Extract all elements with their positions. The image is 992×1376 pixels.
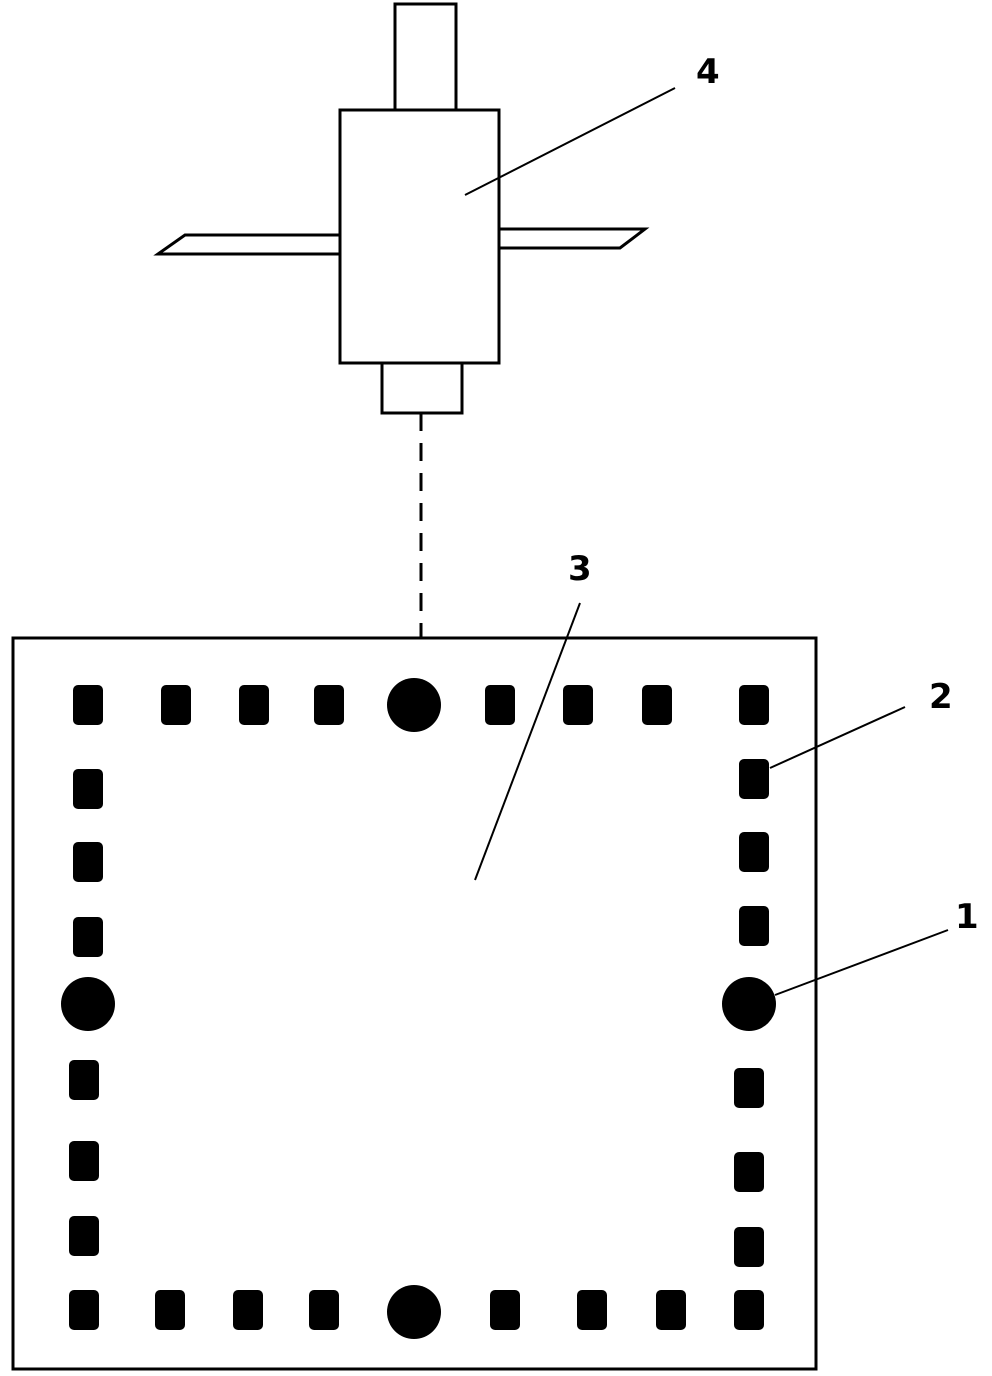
camera-lens bbox=[382, 363, 462, 413]
square-marker bbox=[734, 1068, 764, 1108]
square-marker bbox=[490, 1290, 520, 1330]
square-marker bbox=[739, 906, 769, 946]
label-camera: 4 bbox=[696, 52, 720, 92]
square-marker bbox=[155, 1290, 185, 1330]
square-marker bbox=[734, 1227, 764, 1267]
camera-right-wing bbox=[499, 229, 645, 248]
square-marker bbox=[642, 685, 672, 725]
square-marker bbox=[69, 1290, 99, 1330]
square-marker bbox=[739, 759, 769, 799]
label-board: 3 bbox=[568, 549, 592, 589]
square-marker bbox=[161, 685, 191, 725]
circle-marker bbox=[722, 977, 776, 1031]
square-marker bbox=[485, 685, 515, 725]
circle-marker bbox=[387, 1285, 441, 1339]
circle-marker bbox=[61, 977, 115, 1031]
square-marker bbox=[233, 1290, 263, 1330]
square-marker bbox=[69, 1216, 99, 1256]
square-marker bbox=[69, 1060, 99, 1100]
square-marker bbox=[239, 685, 269, 725]
square-marker bbox=[314, 685, 344, 725]
square-marker bbox=[577, 1290, 607, 1330]
circle-marker bbox=[387, 678, 441, 732]
square-marker bbox=[734, 1152, 764, 1192]
square-marker bbox=[73, 685, 103, 725]
square-marker bbox=[69, 1141, 99, 1181]
square-marker bbox=[739, 832, 769, 872]
camera-left-wing bbox=[158, 235, 340, 254]
camera-top-mount bbox=[395, 4, 456, 110]
square-marker bbox=[73, 842, 103, 882]
camera-assembly bbox=[158, 4, 645, 638]
camera-body bbox=[340, 110, 499, 363]
label-square-marker: 2 bbox=[929, 677, 953, 717]
square-marker bbox=[734, 1290, 764, 1330]
square-marker bbox=[73, 917, 103, 957]
square-marker bbox=[309, 1290, 339, 1330]
label-circle-marker: 1 bbox=[955, 897, 979, 937]
square-marker bbox=[73, 769, 103, 809]
calibration-board bbox=[13, 638, 816, 1369]
square-marker bbox=[739, 685, 769, 725]
square-marker bbox=[656, 1290, 686, 1330]
square-marker bbox=[563, 685, 593, 725]
